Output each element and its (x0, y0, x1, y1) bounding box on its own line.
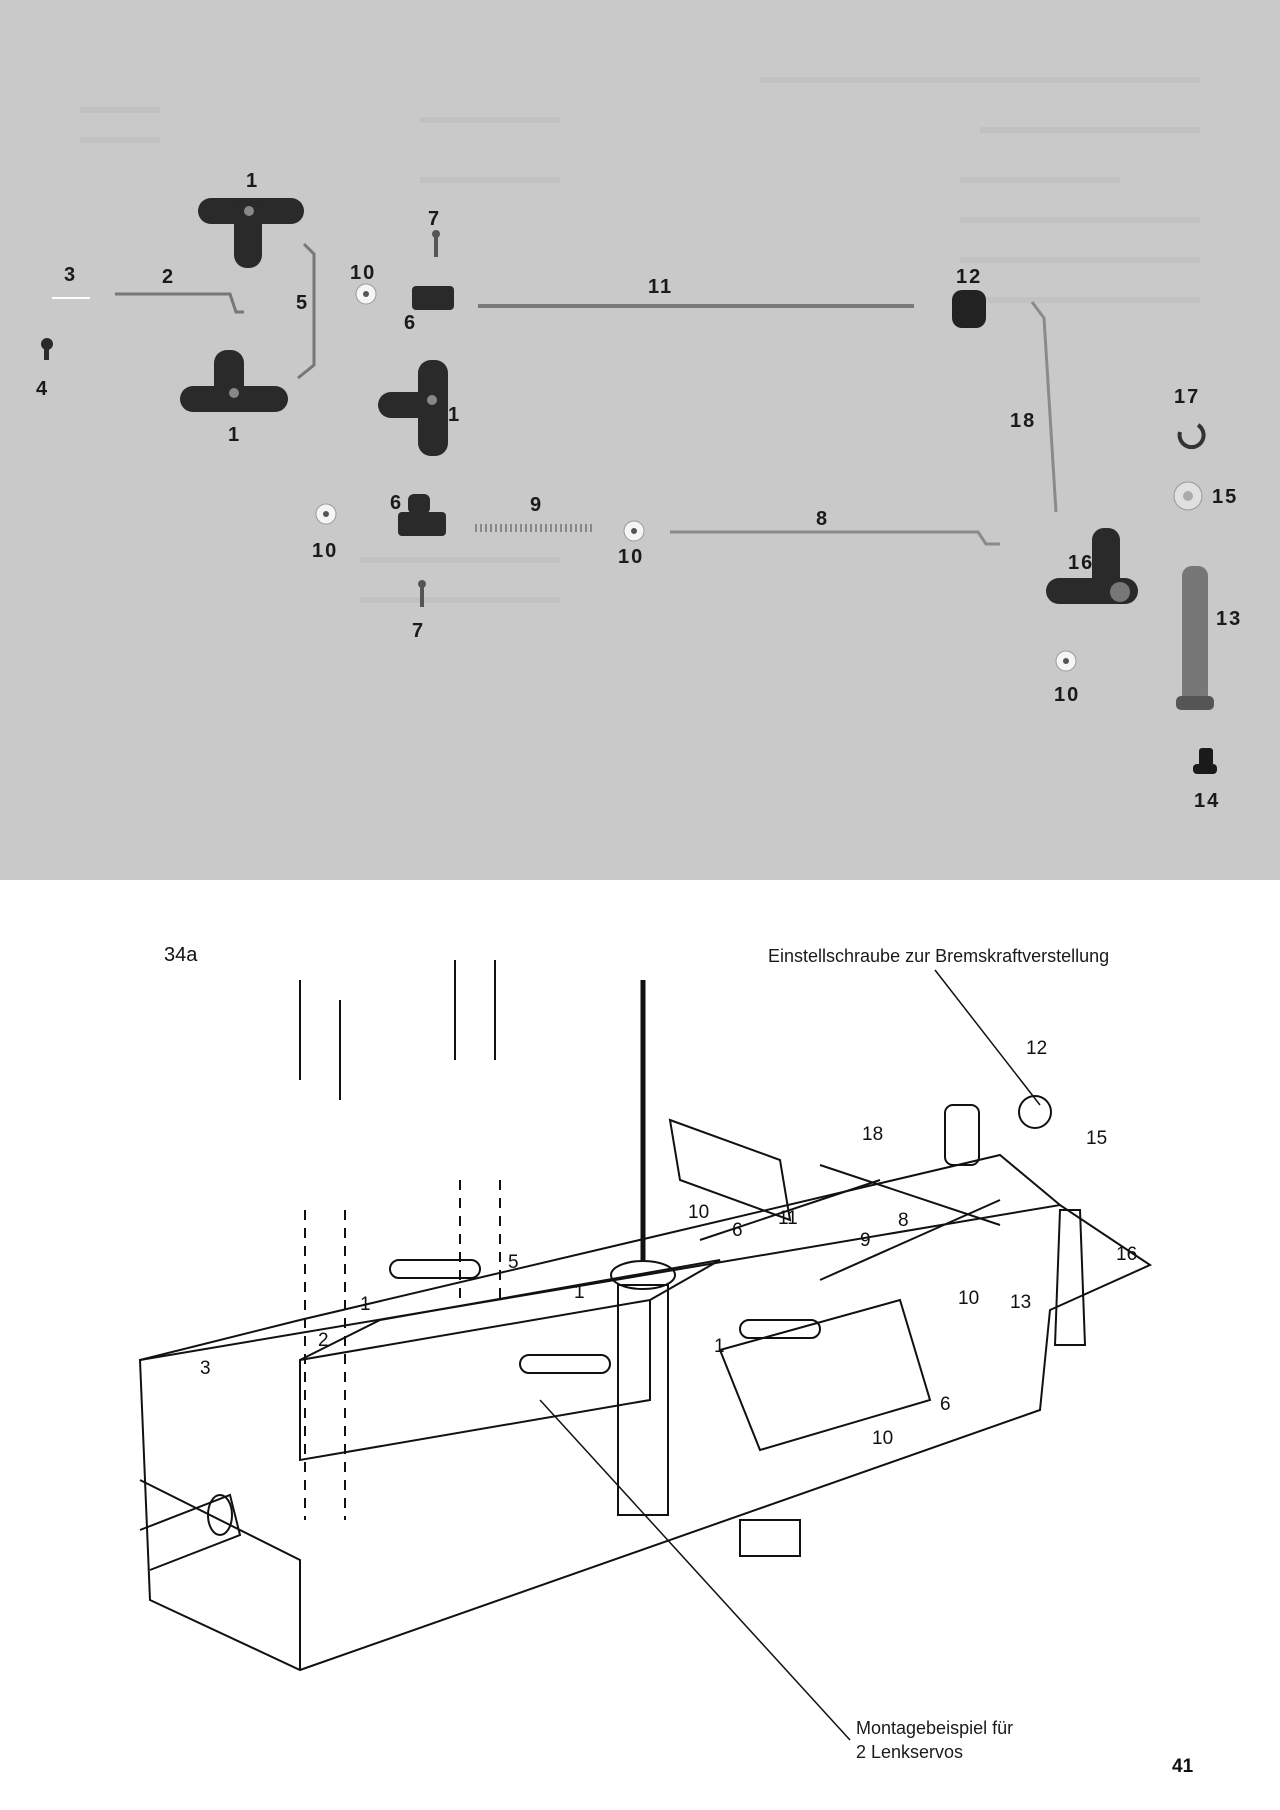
page-number: 41 (1172, 1756, 1194, 1777)
part-7-screws (418, 230, 440, 607)
adjust-screw-body (944, 1104, 980, 1166)
callout-15: 15 (1086, 1128, 1108, 1149)
caption-top: Einstellschraube zur Bremskraftverstellu… (768, 946, 1110, 966)
part-label-6: 6 (404, 312, 418, 334)
callout-2: 2 (318, 1330, 329, 1351)
figure-number: 34a (164, 944, 198, 966)
part-label-1: 1 (448, 404, 462, 426)
part-label-4: 4 (36, 378, 50, 400)
part-1-servo-horn-top (198, 198, 304, 268)
leader-caption-bottom (539, 1399, 851, 1741)
part-label-10: 10 (312, 540, 339, 562)
part-label-9: 9 (530, 494, 544, 516)
part-14-screw (1193, 748, 1217, 774)
adjust-knob-12 (1018, 1095, 1052, 1129)
callout-11: 11 (778, 1208, 798, 1229)
horn-1-right (739, 1319, 821, 1339)
parts-photo-graphic (41, 77, 1217, 774)
servo-box-top (299, 1259, 721, 1361)
hull-deck-edge (139, 1153, 1061, 1361)
part-label-10: 10 (350, 262, 377, 284)
part-15-washer (1173, 481, 1203, 511)
part-18-rod (1030, 301, 1058, 513)
part-label-11: 11 (648, 276, 674, 298)
callout-1: 1 (360, 1294, 371, 1315)
callout-3: 3 (200, 1358, 211, 1379)
hull-outline (138, 1203, 1153, 1672)
parts-photo: 1 7 3 2 10 11 12 5 6 4 1 17 18 1 15 6 9 … (0, 0, 1280, 880)
assembly-drawing: 34a Einstellschraube zur Bremskraftverst… (0, 880, 1280, 1810)
switch (739, 1519, 801, 1557)
callout-16: 16 (1116, 1244, 1138, 1265)
callout-6: 6 (732, 1220, 743, 1241)
part-4-clip (41, 338, 53, 360)
callout-10: 10 (688, 1202, 710, 1223)
part-label-10: 10 (618, 546, 645, 568)
part-label-18: 18 (1010, 410, 1037, 432)
part-16-bellcrank (1046, 528, 1138, 604)
part-label-2: 2 (162, 266, 176, 288)
part-label-15: 15 (1212, 486, 1239, 508)
rudder-tube (139, 1493, 242, 1571)
part-1-servo-horn-lower (180, 350, 288, 412)
callout-12: 12 (1026, 1038, 1048, 1059)
part-label-1: 1 (246, 170, 260, 192)
brake-rod-8 (819, 1199, 1001, 1281)
part-8-rod (670, 530, 1000, 546)
brake-rod-11 (699, 1179, 881, 1241)
screw-mounts-left (299, 980, 346, 1520)
part-label-6: 6 (390, 492, 404, 514)
part-label-5: 5 (296, 292, 310, 314)
part-5-bent-wire (297, 242, 316, 380)
part-label-7: 7 (412, 620, 426, 642)
motor (718, 1298, 932, 1452)
part-10-bushings (315, 283, 1077, 672)
callout-1: 1 (714, 1336, 725, 1357)
callout-13: 13 (1010, 1292, 1032, 1313)
callout-5: 5 (508, 1252, 519, 1273)
callout-10: 10 (958, 1288, 980, 1309)
caption-bottom-line1: Montagebeispiel für (856, 1718, 1014, 1738)
part-label-14: 14 (1194, 790, 1221, 812)
callout-10: 10 (872, 1428, 894, 1449)
callout-8: 8 (898, 1210, 909, 1231)
part-label-1: 1 (228, 424, 242, 446)
part-label-8: 8 (816, 508, 830, 530)
part-label-7: 7 (428, 208, 442, 230)
cable-drum (617, 1284, 669, 1516)
screw-mounts-right (454, 960, 501, 1300)
part-6-clamp-blocks (398, 286, 454, 536)
part-2-wire (115, 292, 244, 314)
part-13-post (1176, 566, 1214, 710)
brake-rod-18 (819, 1164, 1001, 1226)
assembly-drawing-graphic (138, 960, 1153, 1741)
callout-6: 6 (940, 1394, 951, 1415)
horn-1-left (389, 1259, 481, 1279)
part-label-12: 12 (956, 266, 983, 288)
servo-box (299, 1298, 651, 1462)
part-12-knob (952, 290, 986, 328)
post-13 (1053, 1209, 1087, 1346)
part-label-10: 10 (1054, 684, 1081, 706)
leader-caption-top (934, 969, 1041, 1106)
horn-1-mid (519, 1354, 611, 1374)
background-smear (80, 77, 1200, 603)
hull-side (139, 1479, 301, 1670)
callout-9: 9 (860, 1230, 871, 1251)
part-1-servo-horn-right (378, 360, 448, 456)
part-label-3: 3 (64, 264, 78, 286)
part-17-ring-clip (1177, 423, 1206, 450)
part-label-13: 13 (1216, 608, 1243, 630)
part-label-16: 16 (1068, 552, 1095, 574)
part-label-17: 17 (1174, 386, 1201, 408)
callout-1: 1 (574, 1282, 585, 1303)
bellows (668, 1118, 792, 1222)
callout-18: 18 (862, 1124, 884, 1145)
caption-bottom-line2: 2 Lenkservos (856, 1742, 964, 1762)
